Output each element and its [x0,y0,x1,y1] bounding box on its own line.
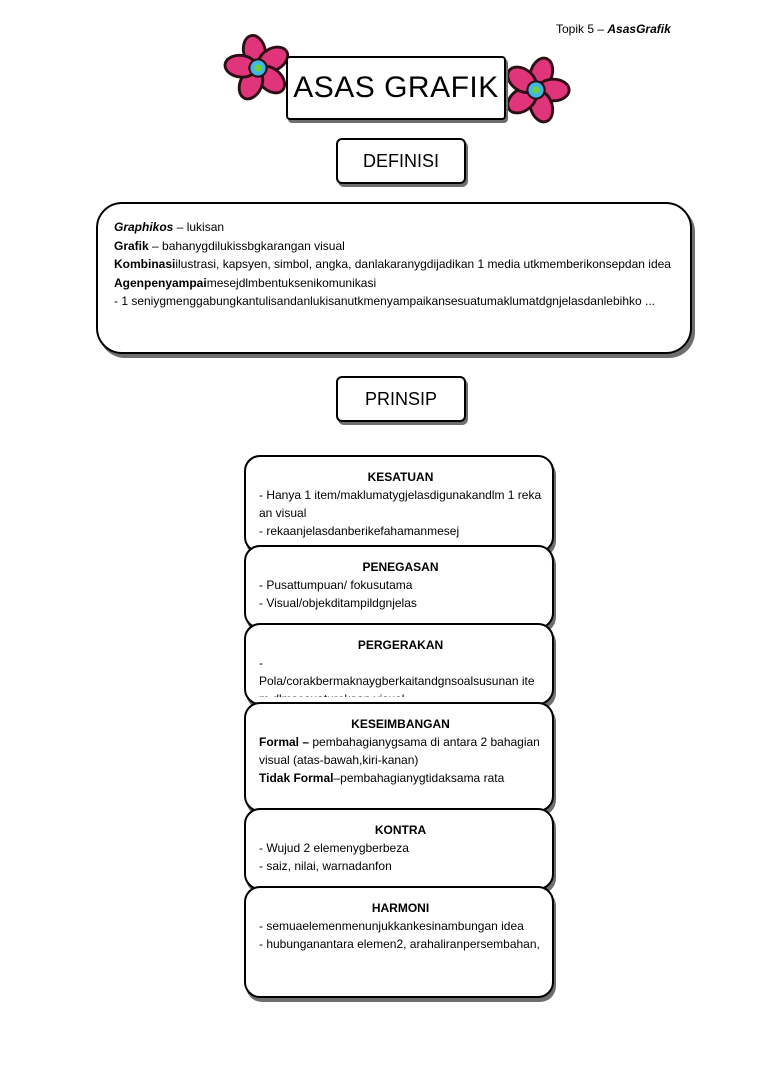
text-line: - Hanya 1 item/maklumatygjelasdigunakand… [259,486,542,522]
term: Tidak Formal [259,771,334,785]
text-line: Kombinasiilustrasi, kapsyen, simbol, ang… [114,255,678,274]
text-line: - saiz, nilai, warnadanfon [259,857,542,875]
card-content: PENEGASAN - Pusattumpuan/ fokusutama - Vis… [259,558,542,621]
prinsip-card-kontra: KONTRA - Wujud 2 elemenygberbeza - saiz, n… [244,808,554,890]
text-line: Tidak Formal–pembahagianygtidaksama rata [259,769,542,787]
card-title: KESATUAN [367,470,434,484]
prinsip-label: PRINSIP [336,376,466,422]
card-title: PENEGASAN [362,560,439,574]
line-text: - Wujud 2 elemenygberbeza [259,841,409,855]
text-line: - Visual/objekditampildgnjelas [259,594,542,612]
line-text: - Visual/objekditampildgnjelas [259,596,417,610]
card-title: KONTRA [374,823,427,837]
term: Formal – [259,735,310,749]
term: Agenpenyampai [114,275,207,290]
card-title: PERGERAKAN [357,638,444,652]
text-line: Graphikos – lukisan [114,218,678,237]
line-text: Pola/corakbermaknaygberkaitandgnsoalsusu… [259,674,535,697]
text-line: - 1 seniygmenggabungkantulisandanlukisan… [114,292,678,311]
line-text: - Pusattumpuan/ fokusutama [259,578,413,592]
text-line: - Pusattumpuan/ fokusutama [259,576,542,594]
text-line: Pola/corakbermaknaygberkaitandgnsoalsusu… [259,672,542,697]
text-line: - hubunganantara elemen2, arahaliranpers… [259,935,542,953]
page-title: ASAS GRAFIK [286,56,506,120]
text-line: - [259,654,542,672]
line-text: - [259,656,263,670]
prinsip-card-pergerakan: PERGERAKAN - Pola/corakbermaknaygberkaitan… [244,623,554,705]
text-line: - semuaelemenmenunjukkankesinambungan id… [259,917,542,935]
card-content: PERGERAKAN - Pola/corakbermaknaygberkaitan… [259,636,542,697]
text-line: Formal – pembahagianygsama di antara 2 b… [259,733,542,769]
line-text: ilustrasi, kapsyen, simbol, angka, danla… [175,257,671,271]
flower-center-dot [532,86,540,94]
line-text: - semuaelemenmenunjukkankesinambungan id… [259,919,524,933]
line-text: – bahanygdilukissbgkarangan visual [148,238,345,253]
card-title: HARMONI [371,901,430,915]
term: Graphikos [114,220,174,234]
flower-icon [500,54,572,126]
flower-icon [222,32,294,104]
line-text: pembahagianygsama di antara 2 bahagian v… [259,735,540,767]
text-line: Grafik – bahanygdilukissbgkarangan visua… [114,237,678,256]
card-content: KESEIMBANGAN Formal – pembahagianygsama d… [259,715,542,804]
line-text: - rekaanjelasdanberikefahamanmesej [259,524,460,538]
flower-center-dot [254,64,262,72]
line-text: - saiz, nilai, warnadanfon [259,859,392,873]
card-content: KESATUAN - Hanya 1 item/maklumatygjelasdi… [259,468,542,545]
line-text: - Hanya 1 item/maklumatygjelasdigunakand… [259,488,542,520]
prinsip-card-harmoni: HARMONI - semuaelemenmenunjukkankesinambu… [244,886,554,998]
flower-left-graphic [223,34,290,101]
line-text: – lukisan [173,220,225,234]
card-title: KESEIMBANGAN [351,717,450,731]
page-header: Topik 5 – AsasGrafik [556,22,671,36]
text-line: - Wujud 2 elemenygberbeza [259,839,542,857]
text-line: - rekaanjelasdanberikefahamanmesej [259,522,542,540]
flower-right-graphic [506,56,571,124]
prinsip-card-kesatuan: KESATUAN - Hanya 1 item/maklumatygjelasdi… [244,455,554,553]
header-topic: AsasGrafik [607,22,671,36]
term: Kombinasi [114,257,176,271]
term: Grafik [114,238,149,253]
text-line: Agenpenyampaimesejdlmbentuksenikomunikas… [114,274,678,293]
line-text: –pembahagianygtidaksama rata [333,771,505,785]
header-prefix: Topik 5 – [556,22,608,36]
prinsip-card-keseimbangan: KESEIMBANGAN Formal – pembahagianygsama d… [244,702,554,812]
card-content: HARMONI - semuaelemenmenunjukkankesinambu… [259,899,542,990]
prinsip-card-penegasan: PENEGASAN - Pusattumpuan/ fokusutama - Vis… [244,545,554,629]
line-text: - 1 seniygmenggabungkantulisandanlukisan… [114,294,656,308]
line-text: - hubunganantara elemen2, arahaliranpers… [259,937,540,951]
line-text: mesejdlmbentuksenikomunikasi [206,275,377,290]
card-content: KONTRA - Wujud 2 elemenygberbeza - saiz, n… [259,821,542,882]
definisi-label: DEFINISI [336,138,466,184]
